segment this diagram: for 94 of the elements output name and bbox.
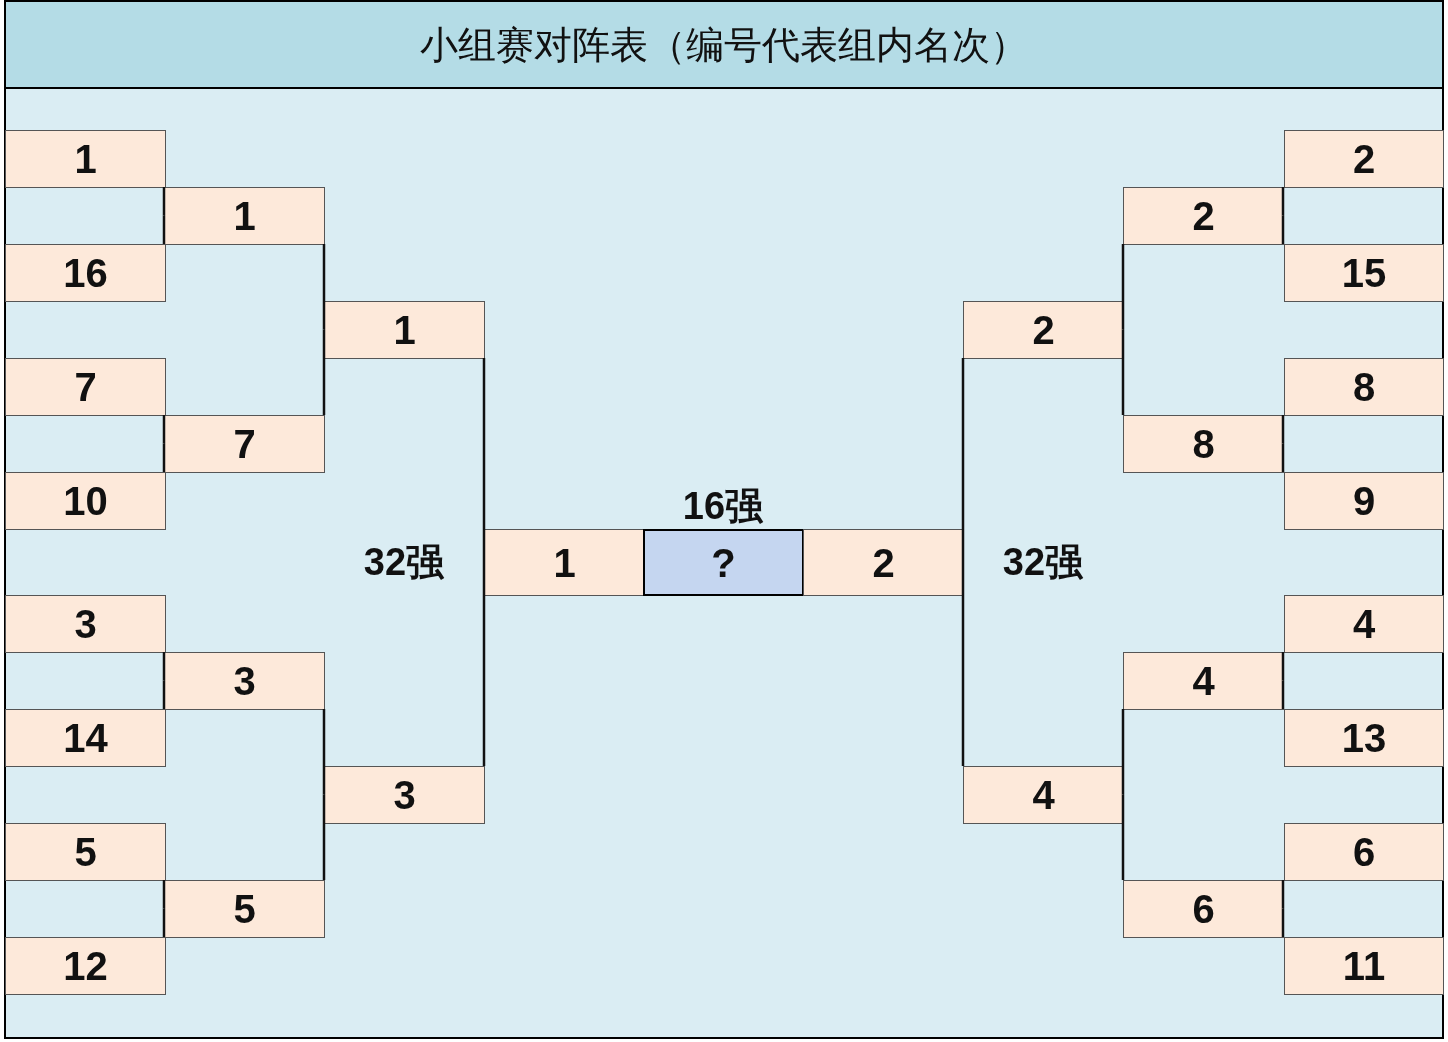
seed-number: 1 <box>74 139 97 179</box>
seed-number: 4 <box>1352 604 1376 644</box>
bracket-slot <box>5 595 166 653</box>
seed-number: 1 <box>233 196 256 236</box>
bracket-line <box>162 680 166 709</box>
seed-number: 13 <box>1341 718 1387 758</box>
bracket-slot <box>5 823 166 881</box>
bracket-slot <box>324 301 485 359</box>
bracket-line <box>1281 680 1285 709</box>
seed-number: 16 <box>63 253 108 293</box>
seed-number: 3 <box>233 661 256 701</box>
seed-number: 11 <box>1342 946 1386 986</box>
bracket-slot <box>1284 937 1444 995</box>
seed-number: 14 <box>63 718 108 758</box>
seed-number: 3 <box>393 775 416 815</box>
bracket-line <box>162 652 166 681</box>
seed-number: 5 <box>74 832 97 872</box>
bracket-line <box>1121 329 1125 415</box>
seed-number: 1 <box>393 310 416 350</box>
seed-number: 10 <box>63 481 108 521</box>
bracket-slot <box>1284 823 1444 881</box>
bracket-line <box>1281 908 1285 937</box>
bracket-slot <box>164 880 325 938</box>
bracket-line <box>162 880 166 909</box>
bracket-line <box>1281 415 1285 444</box>
bracket-slot <box>1284 130 1444 188</box>
question-mark: ? <box>711 542 736 583</box>
bracket-slot <box>164 415 325 473</box>
seed-number: 2 <box>1192 196 1215 236</box>
seed-number: 3 <box>74 604 97 644</box>
bracket-line <box>482 562 486 766</box>
round-label: 32强 <box>1002 543 1084 581</box>
bracket-line <box>162 187 166 216</box>
bracket-line <box>961 562 965 766</box>
bracket-line <box>1281 652 1285 681</box>
bracket-line <box>322 709 326 795</box>
bracket-slot <box>803 529 964 596</box>
bracket-slot <box>1284 709 1444 767</box>
seed-number: 15 <box>1341 253 1387 293</box>
bracket-line <box>1121 709 1125 795</box>
bracket-slot <box>1123 415 1284 473</box>
bracket-slot <box>1123 652 1284 710</box>
bracket-slot <box>1284 244 1444 302</box>
seed-number: 4 <box>1192 661 1215 701</box>
bracket-slot <box>5 358 166 416</box>
seed-number: 8 <box>1352 367 1376 407</box>
seed-number: 1 <box>553 542 576 583</box>
bracket-line <box>1281 880 1285 909</box>
seed-number: 2 <box>1352 139 1376 179</box>
bracket-slot <box>5 472 166 530</box>
bracket-line <box>162 215 166 244</box>
bracket-line <box>322 244 326 330</box>
seed-number: 6 <box>1192 889 1215 929</box>
round-label: 32强 <box>363 543 445 581</box>
seed-number: 6 <box>1352 832 1376 872</box>
seed-number: 5 <box>233 889 256 929</box>
bracket-slot <box>484 529 645 596</box>
bracket-slot <box>1284 595 1444 653</box>
seed-number: 4 <box>1032 775 1055 815</box>
bracket-line <box>162 908 166 937</box>
bracket-slot <box>963 766 1124 824</box>
bracket-line <box>1281 443 1285 472</box>
bracket-slot <box>5 709 166 767</box>
bracket-slot <box>5 937 166 995</box>
bracket-slot <box>963 301 1124 359</box>
bracket-slot <box>324 766 485 824</box>
seed-number: 12 <box>63 946 108 986</box>
bracket-line <box>1281 187 1285 216</box>
bracket-slot <box>164 187 325 245</box>
bracket-line <box>322 794 326 880</box>
bracket-slot <box>1284 472 1444 530</box>
bracket-slot <box>164 652 325 710</box>
title: 小组赛对阵表（编号代表组内名次） <box>420 25 1028 64</box>
round-label: 16强 <box>682 487 764 525</box>
bracket-slot <box>5 244 166 302</box>
bracket-line <box>1281 215 1285 244</box>
seed-number: 8 <box>1192 424 1215 464</box>
bracket-slot <box>1123 187 1284 245</box>
bracket-slot <box>1284 358 1444 416</box>
bracket-line <box>162 415 166 444</box>
seed-number: 2 <box>1032 310 1055 350</box>
seed-number: 7 <box>233 424 256 464</box>
bracket-line <box>1121 244 1125 330</box>
bracket-slot <box>1123 880 1284 938</box>
bracket-slot <box>5 130 166 188</box>
bracket-line <box>961 358 965 562</box>
seed-number: 7 <box>74 367 97 407</box>
bracket-line <box>1121 794 1125 880</box>
bracket-line <box>322 329 326 415</box>
seed-number: 9 <box>1352 481 1376 521</box>
result-slot <box>643 529 804 596</box>
bracket-line <box>482 358 486 562</box>
bracket-line <box>162 443 166 472</box>
seed-number: 2 <box>872 542 895 583</box>
